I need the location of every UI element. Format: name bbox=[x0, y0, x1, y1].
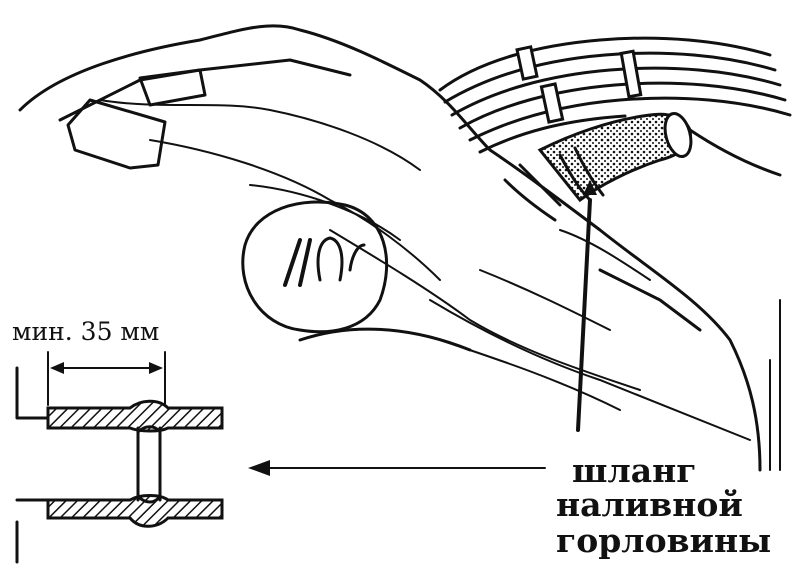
callout-label-line1: шланг bbox=[572, 451, 697, 490]
filler-hose bbox=[503, 112, 693, 222]
callout-leader bbox=[576, 180, 597, 432]
min-width-label: мин. 35 мм bbox=[12, 317, 159, 346]
detail-arrow bbox=[248, 460, 546, 476]
body-bracket bbox=[66, 68, 207, 170]
callout-label-line3: горловины bbox=[556, 521, 771, 560]
vehicle-body bbox=[18, 24, 781, 472]
pipe-bundle bbox=[438, 36, 792, 177]
callout-label-line2: наливной bbox=[556, 485, 743, 524]
hose-cross-section bbox=[15, 351, 224, 564]
filler-opening bbox=[241, 200, 388, 334]
